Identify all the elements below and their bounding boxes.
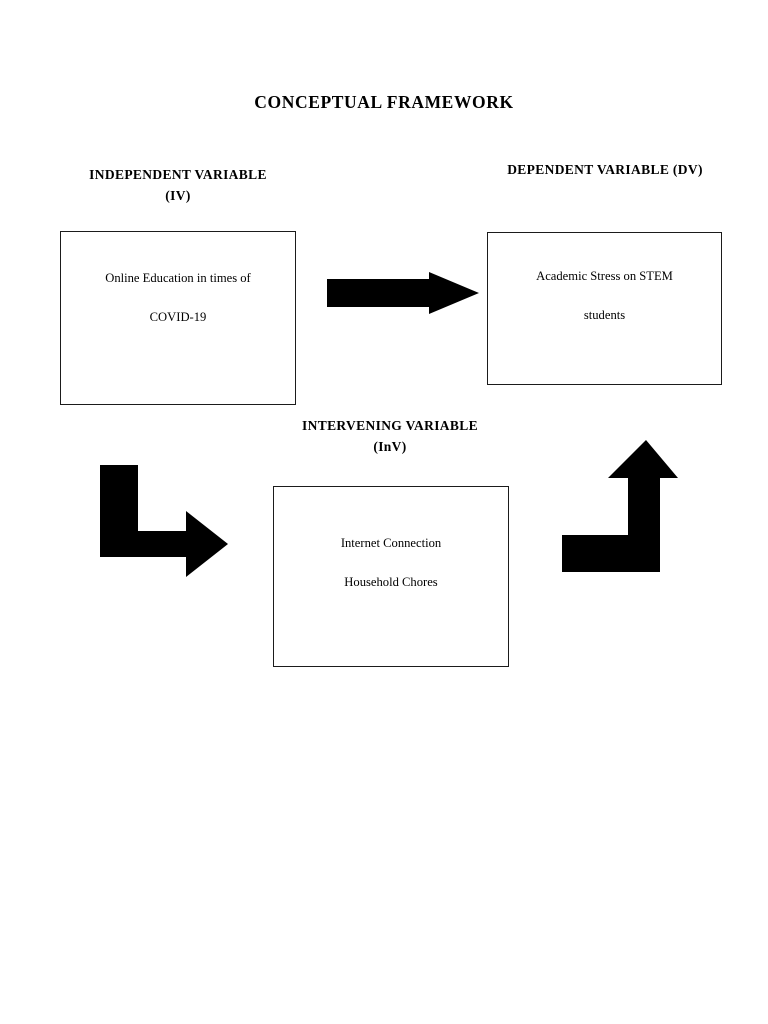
page-title: CONCEPTUAL FRAMEWORK — [254, 92, 514, 112]
independent-variable-box: Online Education in times of COVID-19 — [60, 231, 296, 405]
arrow-right-icon — [325, 269, 481, 317]
arrow-elbow-down-right-icon — [98, 463, 230, 579]
independent-variable-header-line2: (IV) — [165, 187, 191, 203]
intervening-variable-header-line1: INTERVENING VARIABLE — [302, 418, 478, 433]
dependent-variable-box-line1: Academic Stress on STEM — [536, 269, 673, 283]
intervening-variable-box-line1: Internet Connection — [340, 536, 442, 550]
independent-variable-box-line1: Online Education in times of — [105, 271, 251, 285]
intervening-variable-header: INTERVENING VARIABLE (InV) — [265, 416, 515, 458]
dependent-variable-header-line1: DEPENDENT VARIABLE (DV) — [507, 162, 703, 177]
intervening-variable-box-line2: Household Chores — [344, 575, 438, 589]
independent-variable-header-line1: INDEPENDENT VARIABLE — [89, 167, 267, 182]
dependent-variable-box-text: Academic Stress on STEM students — [488, 268, 721, 324]
arrow-elbow-right-up-icon — [560, 438, 680, 574]
independent-variable-box-line2: COVID-19 — [149, 310, 207, 324]
dependent-variable-header: DEPENDENT VARIABLE (DV) — [470, 160, 740, 181]
dependent-variable-box: Academic Stress on STEM students — [487, 232, 722, 385]
independent-variable-header: INDEPENDENT VARIABLE (IV) — [40, 165, 316, 207]
intervening-variable-box-text: Internet Connection Household Chores — [274, 535, 508, 591]
intervening-variable-header-line2: (InV) — [373, 438, 407, 454]
independent-variable-box-text: Online Education in times of COVID-19 — [61, 270, 295, 326]
dependent-variable-box-line2: students — [583, 308, 626, 322]
intervening-variable-box: Internet Connection Household Chores — [273, 486, 509, 667]
